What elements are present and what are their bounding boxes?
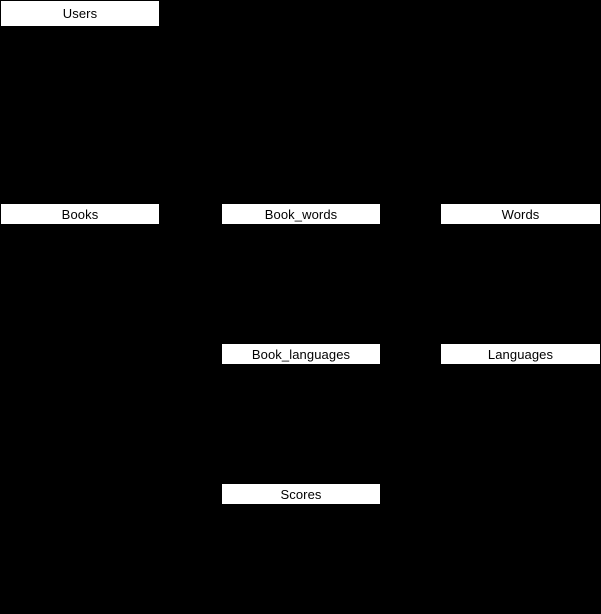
entity-box-books[interactable]: Books [0,203,160,225]
connector-book-words-words [381,213,440,214]
connector-books-vertical [160,225,161,493]
entity-box-book-languages[interactable]: Book_languages [221,343,381,365]
connector-books-book-languages [160,353,221,354]
entity-label-book-words: Book_words [264,206,338,222]
entity-label-scores: Scores [280,486,322,502]
connector-users-books [79,27,80,203]
connector-books-scores [160,493,221,494]
entity-box-languages[interactable]: Languages [440,343,601,365]
connector-book-languages-languages [381,353,440,354]
entity-label-users: Users [62,6,98,21]
entity-box-users[interactable]: Users [0,0,160,27]
entity-label-words: Words [501,206,540,222]
entity-box-words[interactable]: Words [440,203,601,225]
entity-label-books: Books [61,206,99,222]
entity-label-languages: Languages [487,346,554,362]
connector-books-book-words [160,213,221,214]
entity-box-book-words[interactable]: Book_words [221,203,381,225]
entity-box-scores[interactable]: Scores [221,483,381,505]
entity-label-book-languages: Book_languages [251,346,351,362]
